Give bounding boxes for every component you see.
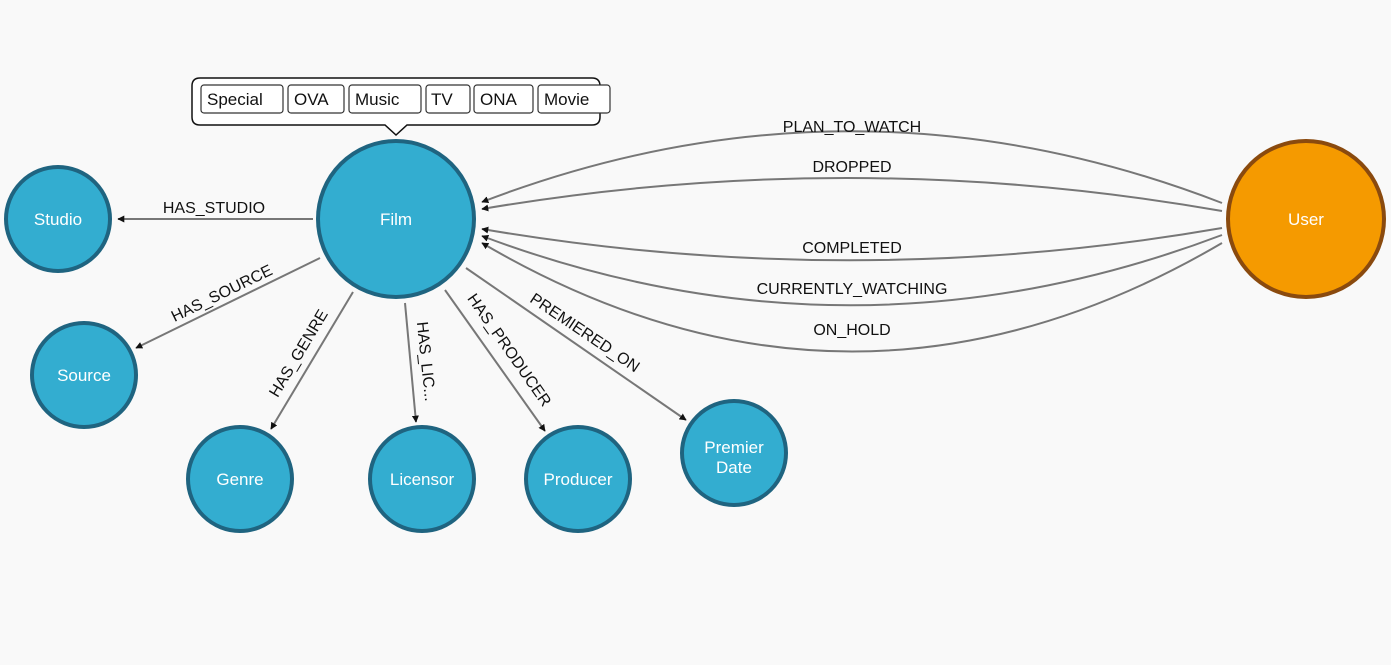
edge-label-completed: COMPLETED [802, 240, 902, 257]
edge-has-studio[interactable]: HAS_STUDIO [117, 200, 313, 223]
edge-label-currently-watching: CURRENTLY_WATCHING [757, 281, 948, 298]
node-label-genre: Genre [216, 470, 263, 489]
node-genre[interactable]: Genre [186, 425, 294, 533]
tag-ova[interactable]: OVA [287, 84, 345, 114]
node-label-licensor: Licensor [390, 470, 455, 489]
node-label-film: Film [380, 210, 412, 229]
node-licensor[interactable]: Licensor [368, 425, 476, 533]
edge-label-has-source: HAS_SOURCE [169, 262, 276, 326]
edge-plan-to-watch[interactable]: PLAN_TO_WATCH [481, 119, 1223, 204]
tag-label: Special [207, 90, 263, 109]
tag-special[interactable]: Special [200, 84, 284, 114]
edge-label-on-hold: ON_HOLD [813, 322, 890, 339]
node-label-source: Source [57, 366, 111, 385]
edge-label-dropped: DROPPED [812, 159, 891, 176]
edge-on-hold[interactable]: ON_HOLD [481, 242, 1223, 353]
node-studio[interactable]: Studio [4, 165, 112, 273]
edge-label-has-genre: HAS_GENRE [266, 307, 331, 400]
tag-music[interactable]: Music [348, 84, 422, 114]
tag-ona[interactable]: ONA [473, 84, 534, 114]
tag-movie[interactable]: Movie [537, 84, 611, 114]
edge-has-licensor[interactable]: HAS_LIC... [404, 302, 438, 423]
node-producer[interactable]: Producer [524, 425, 632, 533]
tag-label: ONA [480, 90, 518, 109]
edge-label-has-studio: HAS_STUDIO [163, 200, 265, 217]
edge-label-premiered-on: PREMIERED_ON [527, 290, 643, 376]
node-label-date: Date [716, 458, 752, 477]
node-film[interactable]: Film [316, 139, 476, 299]
node-premier-date[interactable]: Premier Date [680, 399, 788, 507]
edge-dropped[interactable]: DROPPED [481, 159, 1223, 212]
node-label-studio: Studio [34, 210, 82, 229]
edge-label-plan-to-watch: PLAN_TO_WATCH [783, 119, 921, 136]
node-source[interactable]: Source [30, 321, 138, 429]
edge-currently-watching[interactable]: CURRENTLY_WATCHING [481, 234, 1223, 307]
tag-label: Music [355, 90, 400, 109]
node-label-producer: Producer [544, 470, 613, 489]
tag-tv[interactable]: TV [425, 84, 471, 114]
tag-label: Movie [544, 90, 589, 109]
edge-completed[interactable]: COMPLETED [481, 226, 1223, 262]
node-label-user: User [1288, 210, 1324, 229]
tag-label: OVA [294, 90, 329, 109]
node-label-premier: Premier [704, 438, 764, 457]
edge-has-genre[interactable]: HAS_GENRE [266, 291, 354, 430]
edge-label-has-licensor: HAS_LIC... [413, 321, 438, 402]
film-types-tooltip: Special OVA Music TV ONA Movie [191, 77, 611, 137]
tag-label: TV [431, 90, 453, 109]
node-user[interactable]: User [1226, 139, 1386, 299]
edge-has-source[interactable]: HAS_SOURCE [135, 257, 321, 349]
